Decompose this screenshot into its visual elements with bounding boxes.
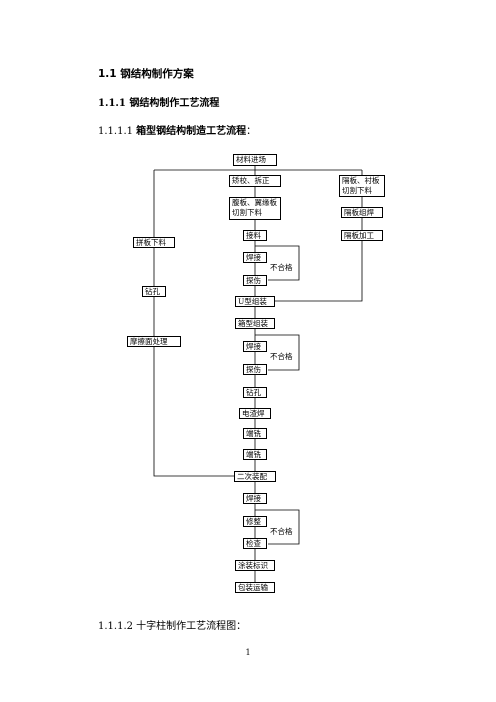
next-section-title: 1.1.1.2 十字柱制作工艺流程图： (98, 621, 247, 632)
box-friction-surface: 摩擦面处理 (127, 336, 181, 347)
box-inspect-1: 探伤 (243, 275, 267, 286)
box-cutting-unstack: 矫校、拆正 (229, 175, 281, 187)
subsubsection-number: 1.1.1.1 (98, 126, 137, 137)
box-joint: 接料 (243, 230, 267, 241)
box-electroslag: 电渣焊 (239, 408, 271, 419)
box-web-flange: 腹板、翼缘板切割下料 (229, 197, 281, 220)
box-correct: 修整 (243, 516, 267, 527)
box-u-assembly: U型组装 (235, 296, 275, 307)
label-reject-1: 不合格 (270, 263, 293, 272)
box-end-mill-2: 端铣 (243, 449, 267, 460)
box-material-in: 材料进场 (233, 154, 277, 166)
box-splice-plate: 拼板下料 (133, 237, 175, 248)
label-reject-2: 不合格 (270, 352, 293, 361)
subsection-title: 1.1.1 钢结构制作工艺流程 (98, 98, 220, 109)
box-check: 检查 (243, 538, 267, 549)
subsubsection-title: 1.1.1.1 箱型钢结构制造工艺流程： (98, 122, 256, 137)
box-box-assembly: 箱型组装 (235, 318, 275, 329)
box-inspect-2: 探伤 (243, 364, 267, 375)
box-partition-liner: 隔板、衬板切割下料 (339, 175, 385, 197)
box-partition-assembly: 隔板组焊 (341, 207, 383, 218)
label-reject-3: 不合格 (270, 527, 293, 536)
box-drilling-left: 钻孔 (142, 286, 166, 297)
box-weld-3: 焊接 (243, 493, 267, 504)
box-drill-2: 钻孔 (243, 387, 267, 398)
subsubsection-tail: ： (246, 126, 257, 137)
box-coating-marking: 涂装标识 (235, 560, 275, 571)
box-end-mill: 端铣 (243, 428, 267, 439)
box-package-transport: 包装运输 (235, 582, 275, 593)
box-weld-2: 焊接 (243, 341, 267, 352)
box-weld-1: 焊接 (243, 252, 267, 263)
box-partition-machining: 隔板加工 (341, 230, 383, 241)
section-title: 1.1 钢结构制作方案 (98, 68, 194, 80)
subsubsection-text: 箱型钢结构制造工艺流程 (136, 126, 247, 137)
page-number: 1 (245, 648, 251, 657)
box-secondary-assembly: 二次装配 (234, 471, 276, 482)
